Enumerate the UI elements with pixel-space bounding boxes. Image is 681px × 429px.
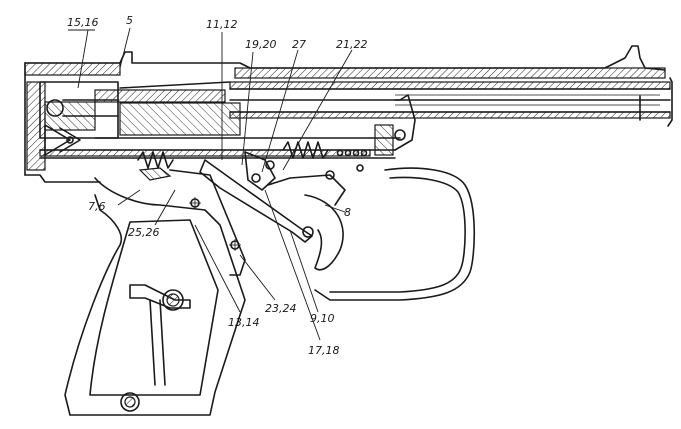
callout-label: 9,10 [310, 312, 335, 325]
callout-labels: 15,16 5 11,12 19,20 27 21,22 7,6 25,26 8… [67, 14, 368, 357]
callout-label: 17,18 [308, 344, 340, 357]
callout-leaders [68, 27, 353, 341]
barrel [229, 77, 673, 127]
callout-label: 5 [126, 14, 133, 27]
trigger-guard [304, 167, 476, 301]
callout-label: 15,16 [67, 16, 99, 29]
callout-label: 23,24 [265, 302, 297, 315]
callout-label: 11,12 [206, 18, 238, 31]
callout-label: 13,14 [228, 316, 260, 329]
callout-label: 19,20 [245, 38, 277, 51]
callout-label: 8 [344, 206, 351, 219]
front-spring [282, 141, 329, 159]
grip [64, 169, 246, 416]
rear-spring [137, 151, 174, 169]
callout-label: 21,22 [336, 38, 368, 51]
breech-block [26, 81, 401, 171]
callout-label: 27 [292, 38, 306, 51]
callout-label: 7,6 [88, 200, 106, 213]
slide-assembly [24, 45, 666, 183]
frame-and-trigger-group [39, 94, 416, 243]
callout-label: 25,26 [128, 226, 160, 239]
